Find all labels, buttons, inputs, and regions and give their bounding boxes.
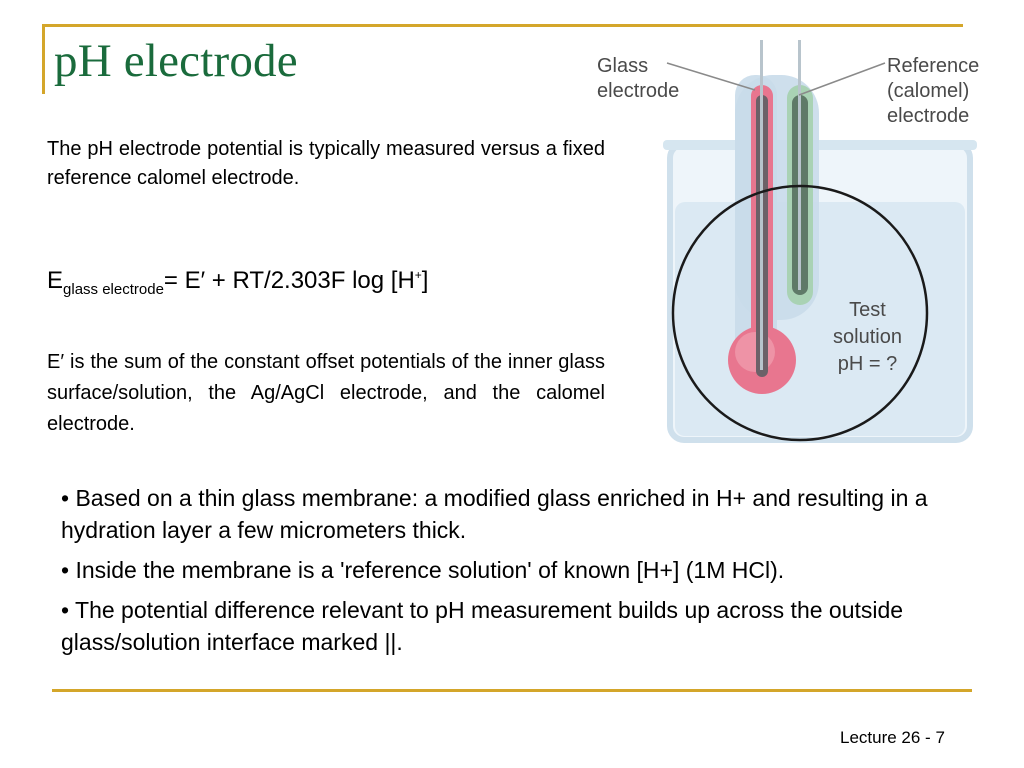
label-line: Glass (597, 55, 649, 77)
slide-title: pH electrode (54, 35, 298, 87)
bullet-list: • Based on a thin glass membrane: a modi… (61, 482, 971, 666)
label-line: electrode (887, 105, 970, 127)
left-rule (42, 24, 45, 94)
bullet-item: • Inside the membrane is a 'reference so… (61, 557, 785, 583)
equation-lhs: E (47, 267, 64, 294)
equation-rhs: = E′ + RT/2.303F log [H (163, 267, 415, 294)
test-solution-label: Test solution pH = ? (833, 297, 902, 378)
explanation-paragraph: E′ is the sum of the constant offset pot… (47, 351, 605, 435)
equation-superscript: + (414, 268, 422, 282)
intro-paragraph: The pH electrode potential is typically … (47, 138, 605, 189)
reference-electrode-label: Reference (calomel) electrode (887, 54, 979, 129)
nernst-equation: Eglass electrode= E′ + RT/2.303F log [H+… (47, 260, 428, 305)
electrode-beaker-illustration (663, 40, 977, 443)
label-line: (calomel) (887, 80, 970, 102)
equation-close: ] (421, 267, 429, 294)
equation-subscript: glass electrode (63, 281, 164, 298)
bottom-rule (52, 689, 972, 692)
slide-footer: Lecture 26 - 7 (840, 728, 945, 747)
label-line: electrode (597, 80, 680, 102)
bullet-item: • The potential difference relevant to p… (61, 597, 904, 655)
ph-electrode-diagram: Glass electrode Reference (calomel) elec… (585, 40, 1015, 445)
label-line: solution (833, 326, 902, 348)
top-rule (42, 24, 963, 27)
label-line: pH = ? (837, 353, 898, 375)
bullet-item: • Based on a thin glass membrane: a modi… (61, 485, 928, 543)
label-line: Test (849, 299, 886, 321)
glass-electrode-label: Glass electrode (597, 54, 679, 104)
label-line: Reference (887, 55, 980, 77)
